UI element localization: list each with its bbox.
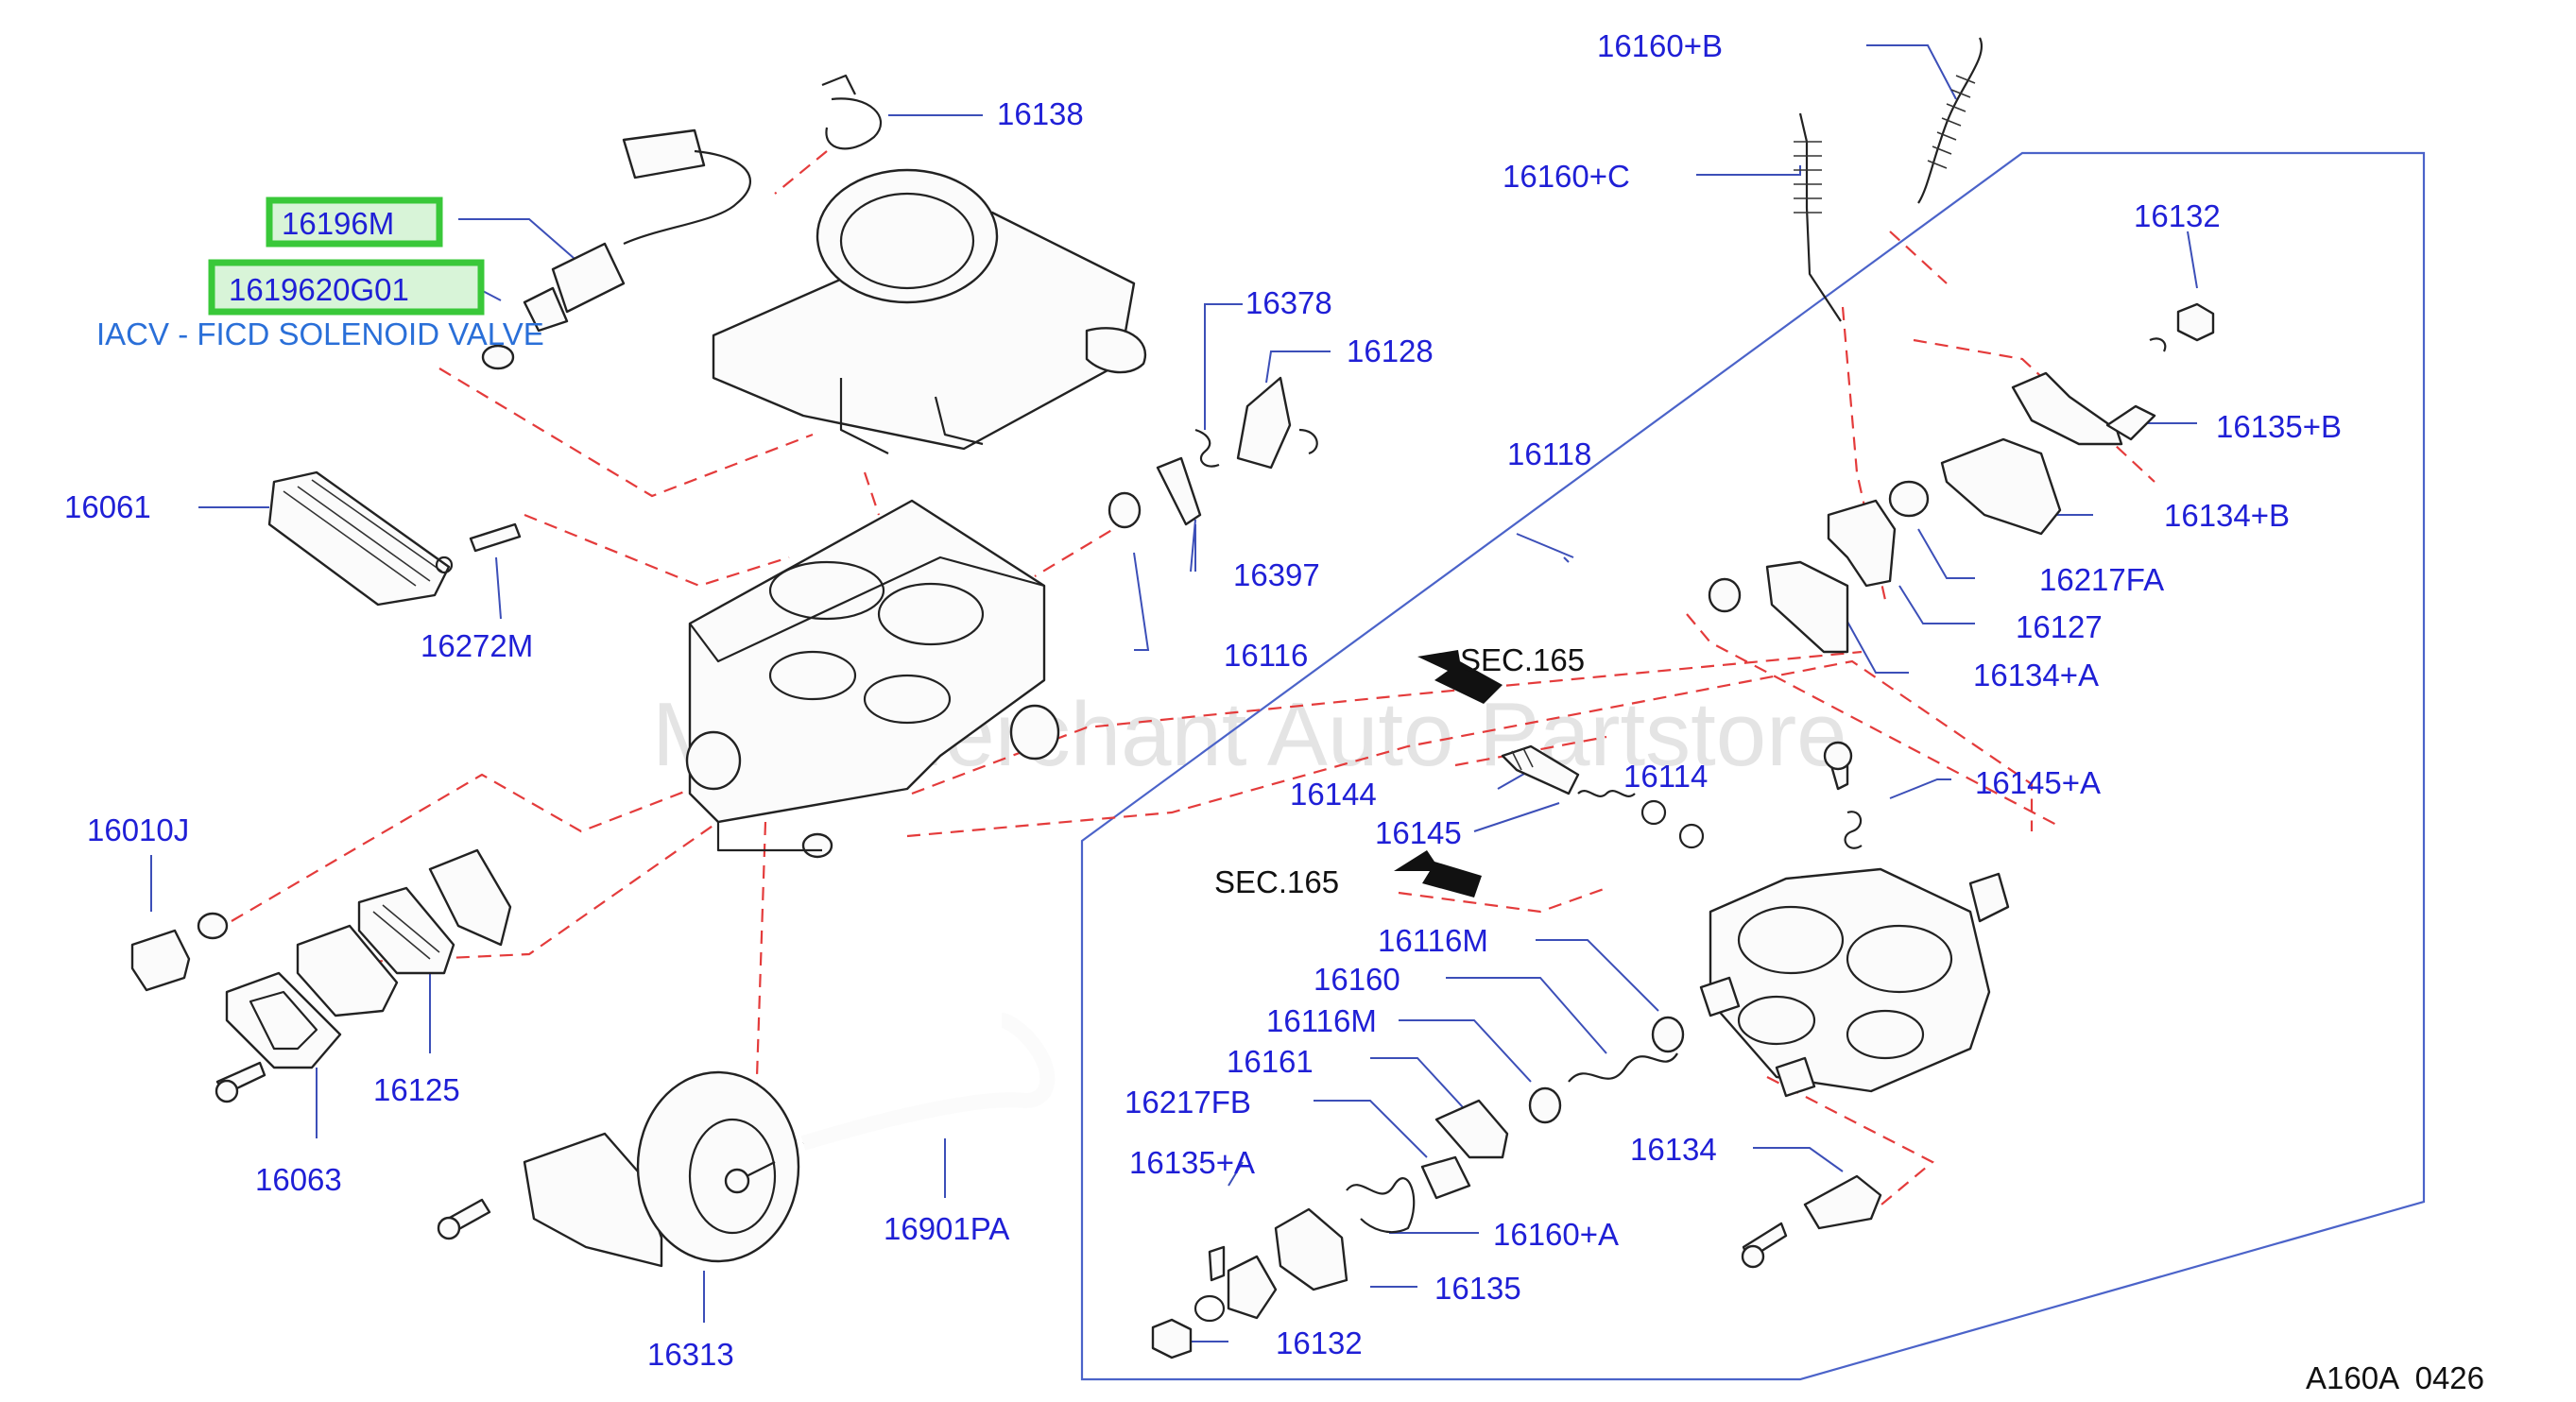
- spring-16160[interactable]: [1568, 1016, 1685, 1083]
- gasket-set-16125[interactable]: [225, 848, 512, 1069]
- hose-16901PA[interactable]: [800, 1013, 1056, 1151]
- label-16132-top[interactable]: 16132: [2134, 198, 2221, 233]
- iacv-ficd-solenoid-valve[interactable]: [481, 128, 751, 370]
- label-16145[interactable]: 16145: [1375, 815, 1462, 850]
- bushing-16116[interactable]: [1108, 491, 1142, 529]
- label-16134-b[interactable]: 16134+B: [2164, 498, 2290, 533]
- label-16144[interactable]: 16144: [1290, 777, 1377, 812]
- bolt-16063[interactable]: [215, 1061, 266, 1103]
- footer-code: A160A 0426: [2306, 1360, 2484, 1395]
- label-16118[interactable]: 16118: [1507, 436, 1591, 471]
- label-16125[interactable]: 16125: [373, 1072, 460, 1107]
- spring-16160-A[interactable]: [1346, 1177, 1416, 1234]
- label-16134-a[interactable]: 16134+A: [1973, 658, 2099, 692]
- highlight-box-primary: [266, 197, 443, 248]
- plate-16397[interactable]: [1156, 456, 1202, 526]
- sec-arrow-1: [1417, 650, 1503, 704]
- bushing-16217FA[interactable]: [1888, 480, 1930, 518]
- label-16217fa[interactable]: 16217FA: [2039, 562, 2164, 597]
- label-16397[interactable]: 16397: [1233, 557, 1320, 592]
- label-16135[interactable]: 16135: [1434, 1271, 1521, 1306]
- label-1619620g01[interactable]: 1619620G01: [229, 272, 409, 307]
- label-16063[interactable]: 16063: [255, 1162, 342, 1197]
- lever-16128[interactable]: [1236, 376, 1318, 470]
- bushing-16217FB[interactable]: [1420, 1155, 1471, 1200]
- label-iacv-description: IACV - FICD SOLENOID VALVE: [96, 316, 544, 351]
- label-16127[interactable]: 16127: [2016, 609, 2103, 644]
- label-16145-a[interactable]: 16145+A: [1975, 765, 2101, 800]
- carburetor-top-cover[interactable]: [712, 168, 1146, 454]
- label-16272m[interactable]: 16272M: [421, 628, 533, 663]
- screw-16134[interactable]: [1741, 1174, 1882, 1269]
- carburetor-main-body[interactable]: [685, 499, 1060, 859]
- spring-16145[interactable]: [1577, 790, 1705, 849]
- highlight-fill-primary: [269, 200, 439, 244]
- highlight-fill-secondary: [212, 263, 481, 312]
- label-16135-a[interactable]: 16135+A: [1129, 1145, 1255, 1180]
- label-16160-c[interactable]: 16160+C: [1503, 159, 1630, 194]
- lever-16161[interactable]: [1434, 1099, 1509, 1159]
- lever-16134-B[interactable]: [1940, 437, 2062, 536]
- label-16217fb[interactable]: 16217FB: [1125, 1085, 1251, 1120]
- label-sec-165-bottom[interactable]: SEC.165: [1214, 864, 1339, 899]
- screw-16135-A[interactable]: [1208, 1245, 1226, 1282]
- label-16901pa[interactable]: 16901PA: [884, 1211, 1009, 1246]
- label-16160[interactable]: 16160: [1314, 962, 1400, 997]
- sec-arrow-2: [1394, 850, 1482, 898]
- label-16116m-bottom[interactable]: 16116M: [1266, 1003, 1377, 1038]
- label-16128[interactable]: 16128: [1347, 333, 1434, 368]
- highlight-box-secondary: [208, 259, 485, 316]
- hose-clamp-16138[interactable]: [821, 74, 883, 150]
- label-16161[interactable]: 16161: [1227, 1044, 1314, 1079]
- label-16135-b[interactable]: 16135+B: [2216, 409, 2342, 444]
- label-16061[interactable]: 16061: [64, 489, 151, 524]
- pin-16272M[interactable]: [469, 522, 522, 553]
- throttle-body[interactable]: [1699, 867, 2010, 1098]
- label-sec-165-top[interactable]: SEC.165: [1460, 642, 1585, 677]
- lever-16127[interactable]: [1827, 499, 1897, 588]
- spring-16160-C[interactable]: [1794, 112, 1842, 322]
- bushing-16116M[interactable]: [1528, 1086, 1562, 1124]
- cam-16135-A[interactable]: [1227, 1255, 1278, 1320]
- label-16160-b[interactable]: 16160+B: [1597, 28, 1723, 63]
- label-16378[interactable]: 16378: [1245, 285, 1332, 320]
- subassembly-frame: [1080, 151, 2426, 1381]
- label-16116m-top[interactable]: 16116M: [1378, 923, 1488, 958]
- cover-16061[interactable]: [267, 470, 454, 607]
- label-16196m[interactable]: 16196M: [282, 206, 394, 241]
- label-16114[interactable]: 16114: [1623, 759, 1708, 794]
- screw-16114[interactable]: [1823, 741, 1853, 791]
- label-16313[interactable]: 16313: [647, 1337, 734, 1372]
- label-16134[interactable]: 16134: [1630, 1132, 1717, 1167]
- screw-16144[interactable]: [1501, 744, 1580, 795]
- lever-16135-B[interactable]: [2011, 371, 2156, 446]
- label-16010j[interactable]: 16010J: [87, 812, 189, 847]
- label-16160-a[interactable]: 16160+A: [1493, 1217, 1619, 1252]
- nut-16132-top[interactable]: [2149, 302, 2215, 352]
- label-16138[interactable]: 16138: [997, 96, 1084, 131]
- lever-16134-A[interactable]: [1708, 560, 1849, 654]
- drain-plug-16010J[interactable]: [130, 912, 229, 992]
- spring-16160-B[interactable]: [1917, 37, 1983, 204]
- lever-16135[interactable]: [1274, 1207, 1348, 1291]
- spring-16378[interactable]: [1194, 428, 1220, 468]
- label-16132-bottom[interactable]: 16132: [1276, 1325, 1363, 1360]
- vacuum-diaphragm-16313[interactable]: [437, 1070, 800, 1268]
- label-16116[interactable]: 16116: [1224, 638, 1308, 673]
- spring-16145-A[interactable]: [1844, 811, 1863, 849]
- nut-16132-bottom[interactable]: [1151, 1294, 1226, 1359]
